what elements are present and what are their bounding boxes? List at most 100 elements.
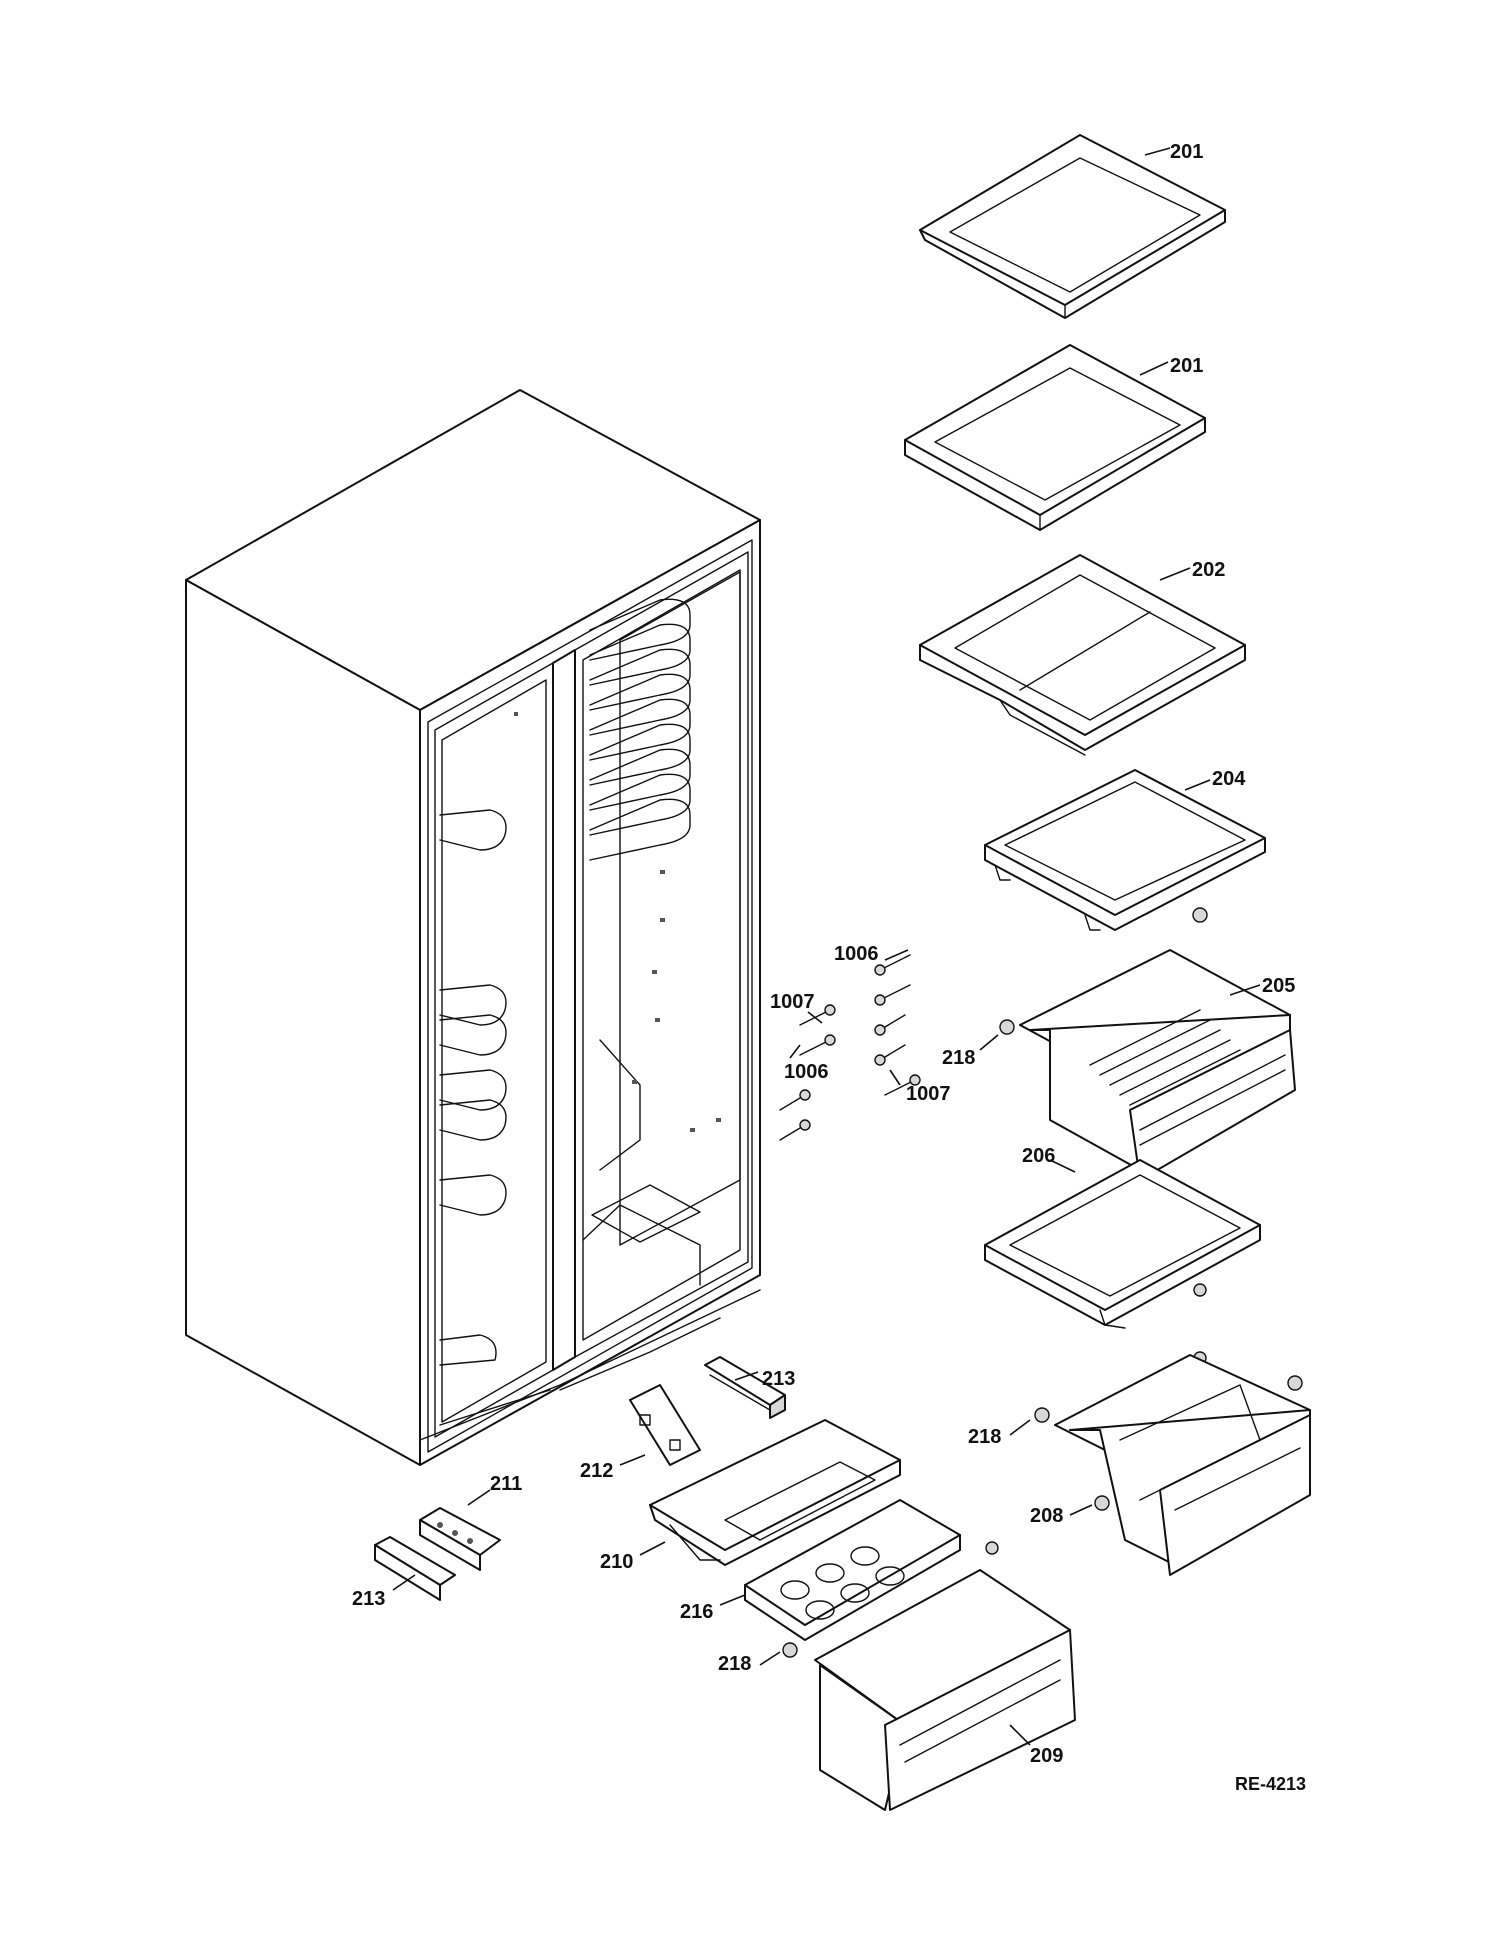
freezer-support: [439, 1334, 497, 1366]
trim-213-upper: [704, 1356, 786, 1419]
drawer-handle: [1174, 1447, 1301, 1511]
pan-206: [984, 1159, 1261, 1329]
cover-glass: [1009, 1174, 1241, 1297]
base-rail: [439, 1389, 551, 1426]
assembly-pin: [467, 1538, 473, 1544]
leader: [1009, 1419, 1031, 1436]
fresh-food-shelf-rails: [589, 598, 691, 861]
shelf-rail: [589, 773, 691, 836]
rib: [1099, 1019, 1211, 1076]
freezer-support: [439, 1099, 507, 1141]
leader: [979, 1034, 999, 1051]
cabinet-left-side: [185, 579, 421, 1466]
screw: [884, 1074, 921, 1096]
drawer-side: [819, 1664, 906, 1811]
shelf-rail: [589, 623, 691, 686]
part-label-1006-top: 1006: [834, 943, 879, 965]
housing-foot: [669, 1524, 721, 1561]
cover-hole: [780, 1580, 810, 1600]
hole: [514, 712, 518, 716]
drawer-front: [884, 1629, 1076, 1811]
base-rail: [419, 1289, 761, 1441]
leader: [639, 1541, 666, 1556]
hole: [716, 1118, 721, 1122]
leader: [1184, 779, 1211, 791]
freezer-support: [439, 1014, 507, 1056]
part-label-201-top: 201: [1170, 141, 1203, 163]
shelf-rail: [589, 723, 691, 786]
drawer-handle: [899, 1659, 1061, 1746]
lower-drawer: [1054, 1354, 1311, 1576]
bracket-slot: [669, 1439, 681, 1451]
cover-foot: [1099, 1309, 1126, 1329]
assembly-face: [419, 1519, 481, 1571]
leader: [884, 949, 909, 961]
hole: [632, 1080, 637, 1084]
shelf-edge: [999, 699, 1086, 756]
cover-hole: [875, 1566, 905, 1586]
part-label-1007-right: 1007: [906, 1083, 951, 1105]
stop-knob: [985, 1541, 999, 1555]
cover-frame: [984, 769, 1266, 916]
cover-glass: [1004, 781, 1246, 901]
rib: [1119, 1039, 1231, 1096]
back-wall-ramp: [599, 1039, 641, 1171]
freezer-support: [439, 1069, 507, 1111]
cover-hole: [840, 1583, 870, 1603]
drawer-205: [1019, 949, 1296, 1181]
part-label-1006-bottom: 1006: [784, 1061, 829, 1083]
base-rail: [559, 1317, 721, 1391]
leader: [1139, 361, 1169, 376]
part-label-201-second: 201: [1170, 355, 1203, 377]
part-label-210: 210: [600, 1551, 633, 1573]
screw: [799, 1034, 836, 1056]
drawer-inner: [1119, 1384, 1261, 1501]
drawer-handle: [1139, 1069, 1286, 1146]
cover-hole: [815, 1563, 845, 1583]
leader: [467, 1489, 491, 1506]
shelf-glass: [954, 574, 1216, 721]
assembly-pin: [437, 1522, 443, 1528]
screw: [874, 1044, 906, 1066]
cabinet-front-inner: [427, 539, 753, 1453]
shelf-rail: [589, 798, 691, 861]
part-label-1007-left: 1007: [770, 991, 815, 1013]
cover-foot: [1084, 914, 1101, 931]
leader: [619, 1454, 646, 1466]
cover-edge: [984, 837, 1266, 931]
part-label-206: 206: [1022, 1145, 1055, 1167]
fresh-food-floor: [582, 1204, 701, 1286]
cover-hole: [850, 1546, 880, 1566]
back-wall-holes: [514, 712, 721, 1132]
trim-line: [709, 1374, 771, 1411]
part-label-213-lower: 213: [352, 1588, 385, 1610]
shelf-201-second: [904, 344, 1206, 531]
stop-knob: [1192, 907, 1208, 923]
part-label-202: 202: [1192, 559, 1225, 581]
leader: [759, 1651, 781, 1666]
trim-213-lower: [374, 1536, 456, 1601]
screw: [779, 1119, 811, 1141]
part-label-218-upper: 218: [942, 1047, 975, 1069]
housing-edge: [649, 1459, 901, 1566]
shelf-edge: [919, 644, 1246, 751]
rib: [1129, 1049, 1241, 1106]
bracket-212: [629, 1384, 701, 1466]
trim-face: [374, 1544, 441, 1601]
shelf-split: [1019, 611, 1151, 691]
leader: [734, 1371, 759, 1381]
leader: [889, 1069, 901, 1086]
part-label-208: 208: [1030, 1505, 1063, 1527]
freezer-support: [439, 984, 507, 1026]
leader: [1229, 984, 1261, 996]
freezer-support: [439, 1174, 507, 1216]
fresh-food-compartment: [574, 551, 749, 1358]
screw: [874, 1014, 906, 1036]
leader: [392, 1574, 416, 1591]
hole: [660, 918, 665, 922]
part-label-218-middle: 218: [968, 1426, 1001, 1448]
hole: [652, 970, 657, 974]
shelf-rail: [589, 598, 691, 661]
